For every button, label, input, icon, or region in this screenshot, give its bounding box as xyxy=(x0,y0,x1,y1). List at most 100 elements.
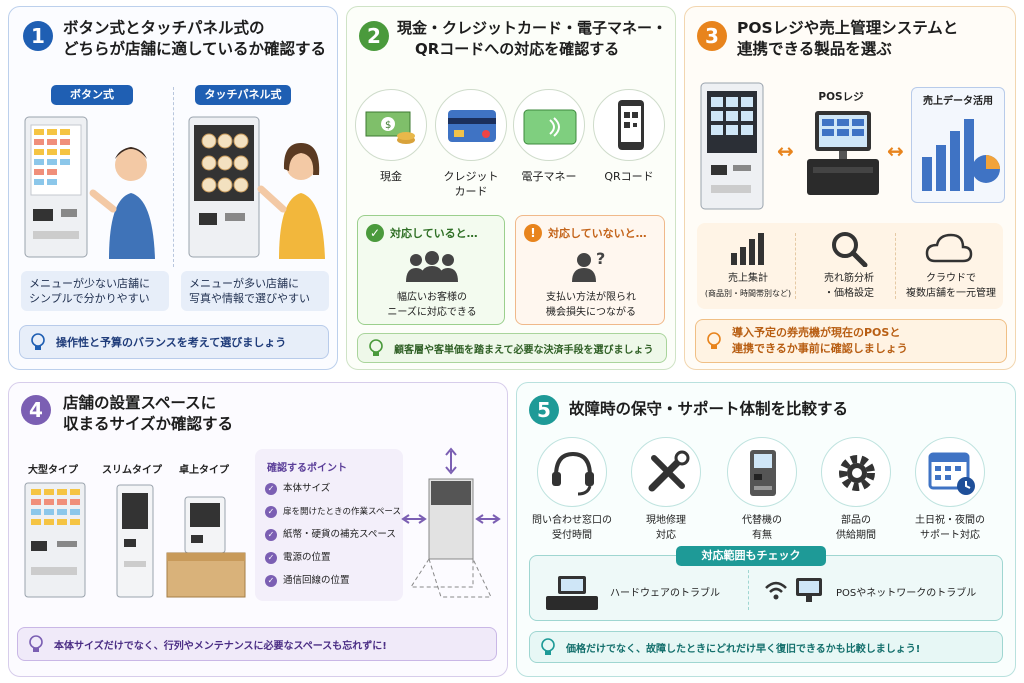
confused-person-icon: ? xyxy=(572,249,605,282)
panel-title: ボタン式とタッチパネル式の どちらが店舗に適しているか確認する xyxy=(63,18,333,60)
pos-hardware-icon xyxy=(546,576,598,610)
tip-text: 操作性と予算のバランスを考えて選びましょう xyxy=(56,336,287,349)
payment-label-credit: クレジットカード xyxy=(435,169,507,199)
e-money-circle xyxy=(513,89,585,161)
title-line: ボタン式とタッチパネル式の xyxy=(63,19,265,37)
tip-text: 導入予定の券売機が現在のPOSと連携できるか事前に確認しましょう xyxy=(732,325,908,357)
check-point-item: ✓通信回線の位置 xyxy=(265,569,401,592)
panel-title: 店舗の設置スペースに 収まるサイズか確認する xyxy=(63,393,323,435)
caption-line: 写真や情報で選びやすい xyxy=(189,292,310,305)
tag-button-type: ボタン式 xyxy=(51,85,133,105)
bar-chart-icon xyxy=(731,233,764,265)
lightbulb-icon xyxy=(29,635,43,652)
cash-icon: $ xyxy=(365,111,415,144)
feature-sales-total: 売上集計 (商品別・時間帯別など) xyxy=(699,271,797,301)
step-number: 3 xyxy=(697,21,727,51)
check-point-item: ✓ 扉を開けたときの作業スペース xyxy=(265,500,401,523)
tip-note: 操作性と予算のバランスを考えて選びましょう xyxy=(19,325,329,359)
svg-text:?: ? xyxy=(596,249,605,268)
feature-line: 売れ筋分析 xyxy=(824,273,874,284)
support-line: 代替機の xyxy=(742,515,782,526)
lightbulb-icon xyxy=(541,638,555,655)
scope-box: 対応範囲もチェック ハードウェアのトラブル POSやネットワークのトラブル xyxy=(529,546,1003,621)
credit-card-icon xyxy=(448,110,496,142)
type-label-slim: スリムタイプ xyxy=(102,465,162,476)
support-line: 受付時間 xyxy=(552,530,592,541)
support-circle xyxy=(631,437,701,507)
replacement-machine-icon xyxy=(750,450,776,496)
lightbulb-icon xyxy=(369,339,383,356)
payment-label-emoney: 電子マネー xyxy=(513,169,585,184)
tip-line: 連携できるか事前に確認しましょう xyxy=(732,342,908,355)
panel-installation-space: 4 店舗の設置スペースに 収まるサイズか確認する 大型タイプ スリムタイプ 卓上… xyxy=(8,382,508,677)
wifi-and-monitor-icon xyxy=(765,578,822,602)
title-line: どちらが店舗に適しているか確認する xyxy=(63,40,327,58)
pos-register-icon xyxy=(807,111,879,195)
caption-line: メニューが多い店舗に xyxy=(189,277,299,290)
scope-heading: 対応範囲もチェック xyxy=(676,546,826,566)
feature-line: (商品別・時間帯別など) xyxy=(704,289,792,298)
check-points-list: ✓本体サイズ ✓扉を開けたときの作業スペース ✓紙幣・硬貨の補充スペース ✓電源… xyxy=(265,477,401,592)
tip-note: 導入予定の券売機が現在のPOSと連携できるか事前に確認しましょう xyxy=(695,319,1007,363)
label-line: カード xyxy=(454,185,488,198)
lightbulb-icon xyxy=(31,333,45,350)
support-line: 土日祝・夜間の xyxy=(915,515,985,526)
payment-label-cash: 現金 xyxy=(355,169,427,184)
title-line: 収まるサイズか確認する xyxy=(63,415,234,433)
divider xyxy=(173,87,174,267)
support-line: サポート対応 xyxy=(920,530,980,541)
check-points-heading: 確認するポイント xyxy=(267,463,347,474)
desktop-machine-illustration xyxy=(166,496,246,598)
credit-card-circle xyxy=(435,89,507,161)
cash-circle: $ xyxy=(355,89,427,161)
magnifier-icon xyxy=(832,232,868,267)
support-line: 有無 xyxy=(752,530,772,541)
divider xyxy=(748,570,749,610)
panel-pos-integration: 3 POSレジや売上管理システムと 連携できる製品を選ぶ ↔ POSレジ ↔ 売… xyxy=(684,6,1016,370)
divider xyxy=(895,233,896,299)
panel-title: POSレジや売上管理システムと 連携できる製品を選ぶ xyxy=(737,18,1011,60)
check-point-text: 通信回線の位置 xyxy=(283,575,350,586)
pos-label: POSレジ xyxy=(818,91,864,103)
support-label: 問い合わせ窓口の受付時間 xyxy=(521,513,623,543)
divider xyxy=(795,233,796,299)
check-point-item: ✓電源の位置 xyxy=(265,546,401,569)
support-line: 供給期間 xyxy=(836,530,876,541)
tag-touch-type: タッチパネル式 xyxy=(195,85,291,105)
button-ticket-machine-illustration xyxy=(24,116,155,259)
people-group-icon xyxy=(406,251,458,282)
support-circle xyxy=(537,437,607,507)
qr-code-circle xyxy=(593,89,665,161)
check-icon: ✓ xyxy=(265,505,277,518)
check-icon: ✓ xyxy=(265,551,277,564)
bidirectional-arrow-icon: ↔ xyxy=(887,139,904,163)
label-line: 電子マネー xyxy=(521,170,577,183)
check-points-box: 確認するポイント ✓本体サイズ ✓扉を開けたときの作業スペース ✓紙幣・硬貨の補… xyxy=(255,449,403,601)
panel-title: 現金・クレジットカード・電子マネー・ QRコードへの対応を確認する xyxy=(397,18,673,60)
label-line: 現金 xyxy=(380,170,402,183)
check-point-text: 扉を開けたときの作業スペース xyxy=(283,507,401,517)
bidirectional-arrow-icon: ↔ xyxy=(777,139,794,163)
space-dimension-diagram xyxy=(401,447,501,598)
payment-label-qr: QRコード xyxy=(593,169,665,184)
unsupported-heading: 対応していないと… xyxy=(548,227,647,240)
scope-hardware-text: ハードウェアのトラブル xyxy=(610,588,720,599)
support-label: 現地修理対応 xyxy=(621,513,711,543)
supported-benefit: 幅広いお客様のニーズに対応できる xyxy=(358,290,506,320)
panel-payment-methods: 2 現金・クレジットカード・電子マネー・ QRコードへの対応を確認する $ 現金… xyxy=(346,6,676,370)
qr-code-smartphone-icon xyxy=(618,100,644,150)
unsupported-risk: 支払い方法が限られ機会損失につながる xyxy=(516,290,666,320)
feature-line: 売上集計 xyxy=(728,273,768,284)
support-label: 代替機の有無 xyxy=(717,513,807,543)
check-point-item: ✓紙幣・硬貨の補充スペース xyxy=(265,523,401,546)
gear-icon xyxy=(839,455,875,491)
risk-line: 支払い方法が限られ xyxy=(546,292,636,303)
step-number: 4 xyxy=(21,395,51,425)
benefit-line: ニーズに対応できる xyxy=(387,307,477,318)
tip-note: 顧客層や客単価を踏まえて必要な決済手段を選びましょう xyxy=(357,333,667,363)
support-circle xyxy=(727,437,797,507)
unsupported-box: ! 対応していないと… ? 支払い方法が限られ機会損失につながる xyxy=(515,215,665,325)
tip-text: 価格だけでなく、故障したときにどれだけ早く復旧できるかも比較しましょう! xyxy=(566,643,921,655)
benefit-line: 幅広いお客様の xyxy=(397,292,467,303)
large-machine-illustration xyxy=(24,482,86,598)
